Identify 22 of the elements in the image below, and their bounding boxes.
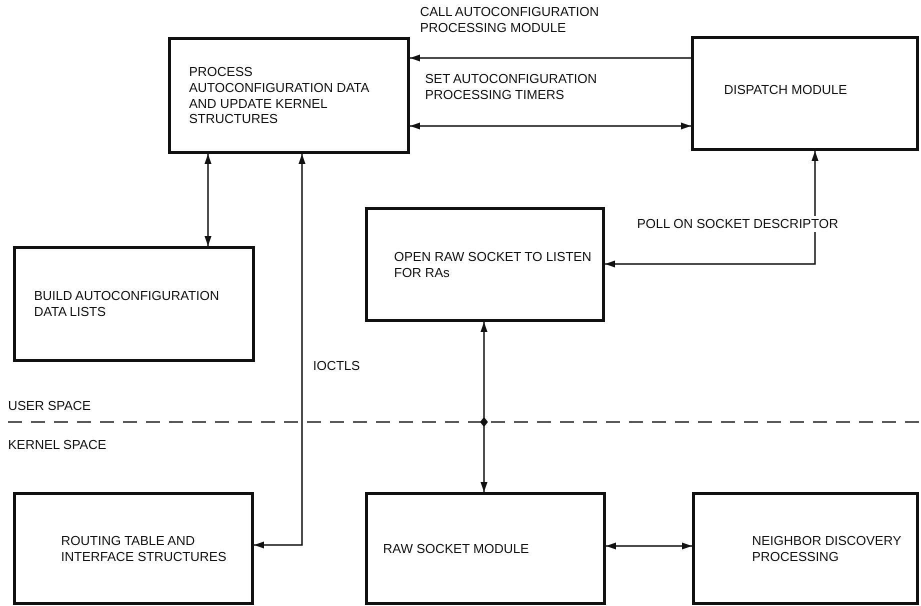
arrow [254,154,306,548]
arrow [606,542,692,550]
box-label: NEIGHBOR DISCOVERY PROCESSING [752,532,902,564]
box-label: OPEN RAW SOCKET TO LISTEN FOR RAs [394,248,592,280]
box-label: PROCESS AUTOCONFIGURATION DATA AND UPDATE KERNEL STRUCTURES [189,64,370,127]
edge-label: POLL ON SOCKET DESCRIPTOR [637,216,838,232]
process-box [365,207,605,322]
box-label: BUILD AUTOCONFIGURATION DATA LISTS [34,288,220,320]
arrow [605,151,818,268]
process-box [691,36,919,151]
process-box [168,37,410,154]
arrow [410,122,691,130]
arrow [480,322,488,492]
arrow [410,54,691,62]
box-label: ROUTING TABLE AND INTERFACE STRUCTURES [61,532,228,564]
process-box [365,492,606,605]
process-box [692,492,919,605]
arrow [204,154,212,246]
process-box [13,246,255,362]
box-label: DISPATCH MODULE [724,82,848,98]
box-label: RAW SOCKET MODULE [383,540,529,556]
process-box [13,492,254,605]
